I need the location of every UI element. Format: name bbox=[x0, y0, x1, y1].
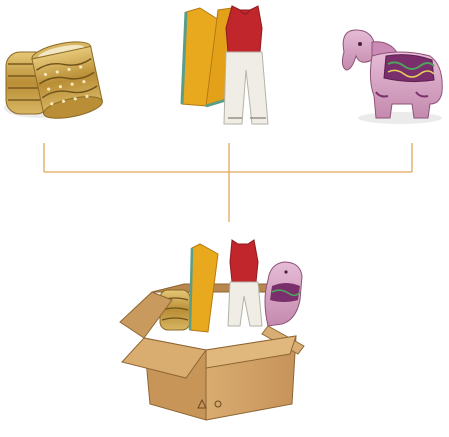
box-elephant-icon bbox=[264, 261, 303, 327]
box-fragile-symbol bbox=[197, 398, 222, 409]
box-dress-icon bbox=[188, 239, 263, 333]
elephant-icon bbox=[341, 29, 443, 124]
bangles-icon bbox=[4, 41, 103, 119]
packed-box-icon bbox=[119, 239, 305, 421]
connector-lines bbox=[43, 143, 413, 222]
dress-icon bbox=[180, 5, 269, 125]
